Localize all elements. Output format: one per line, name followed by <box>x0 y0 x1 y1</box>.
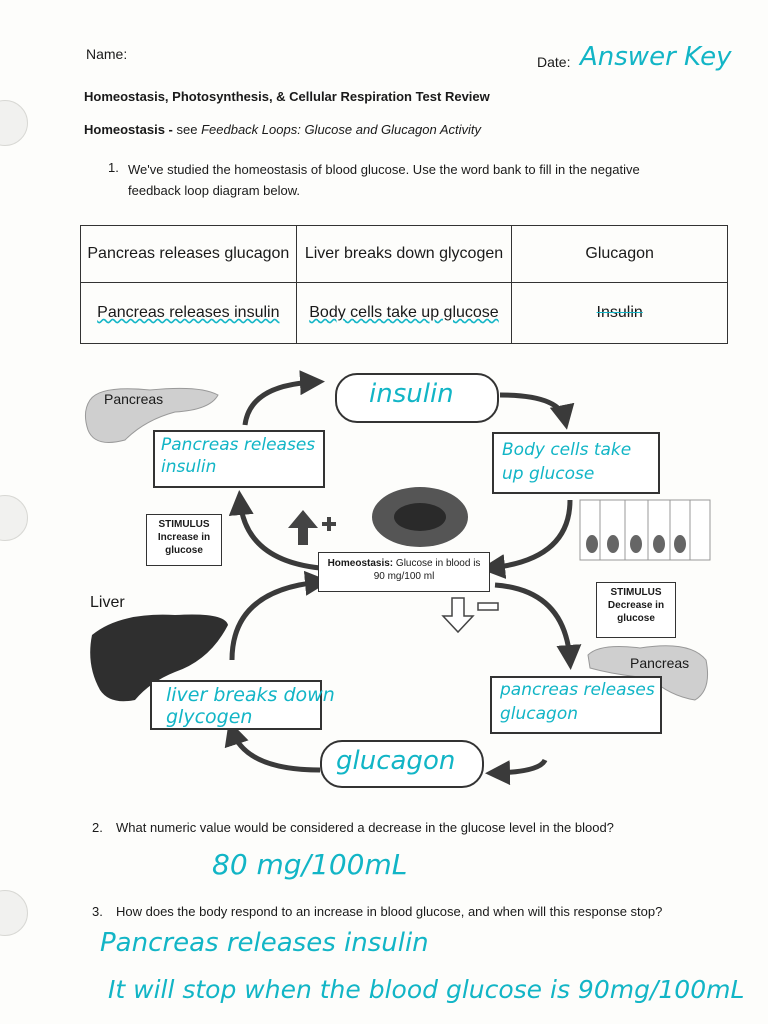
homeostasis-box: Homeostasis: Glucose in blood is 90 mg/1… <box>318 552 490 592</box>
pancreas-glucagon-answer: pancreas releases glucagon <box>500 678 685 726</box>
liver-answer-box: liver breaks down glycogen <box>150 680 322 730</box>
arrow-body-to-homeostasis <box>490 500 570 568</box>
up-arrow-plus-icon <box>288 510 336 545</box>
glucagon-answer: glucagon <box>336 746 455 776</box>
down-arrow-minus-icon <box>443 598 498 632</box>
arrow-to-pancreas-glucagon <box>495 585 570 660</box>
stimulus-decrease-box: STIMULUS Decrease in glucose <box>596 582 676 638</box>
stimulus-increase-box: STIMULUS Increase in glucose <box>146 514 222 566</box>
body-cells-answer: Body cells take up glucose <box>502 438 652 486</box>
q2-answer: 80 mg/100mL <box>212 848 407 881</box>
arrow-to-liver-box <box>232 730 320 770</box>
q3-text: How does the body respond to an increase… <box>116 904 662 919</box>
glucagon-answer-box: glucagon <box>320 740 484 788</box>
insulin-answer: insulin <box>369 379 454 409</box>
pancreas-glucagon-answer-box: pancreas releases glucagon <box>490 676 662 734</box>
q2-text: What numeric value would be considered a… <box>116 820 614 835</box>
homeostasis-title: Homeostasis: <box>328 558 394 569</box>
arrow-liver-to-homeostasis <box>232 582 320 660</box>
arrow-to-insulin <box>245 382 315 425</box>
body-cells-icon <box>580 500 710 560</box>
red-blood-cell-icon <box>372 487 468 547</box>
insulin-answer-box: insulin <box>335 373 499 423</box>
liver-answer: liver breaks down glycogen <box>166 684 356 728</box>
q3-answer-line2: It will stop when the blood glucose is 9… <box>108 975 744 1004</box>
arrow-to-glucagon <box>495 760 545 773</box>
pancreas-insulin-answer-box: Pancreas releases insulin <box>153 430 325 488</box>
pancreas-top-label: Pancreas <box>104 391 163 407</box>
pancreas-bottom-label: Pancreas <box>630 655 689 671</box>
q3-answer-line1: Pancreas releases insulin <box>100 928 429 958</box>
q2-number: 2. <box>92 820 103 835</box>
arrow-to-body-cells <box>500 395 565 420</box>
body-cells-answer-box: Body cells take up glucose <box>492 432 660 494</box>
liver-label: Liver <box>90 594 125 612</box>
pancreas-insulin-answer: Pancreas releases insulin <box>161 434 321 478</box>
q3-number: 3. <box>92 904 103 919</box>
